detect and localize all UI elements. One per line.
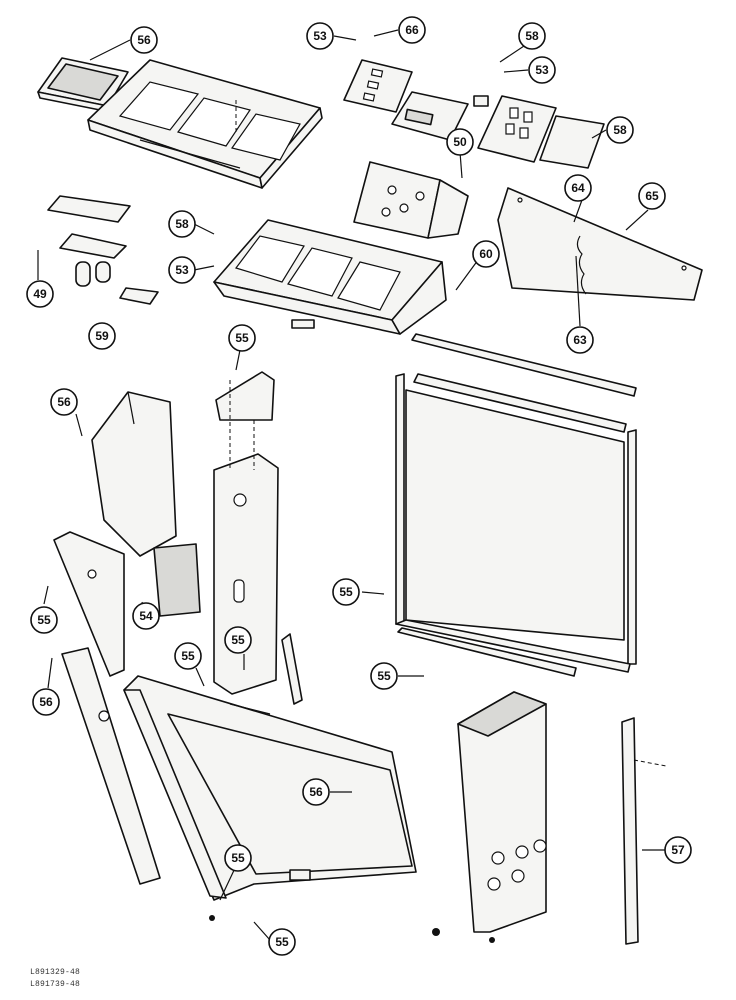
left-tall-panel	[53, 531, 161, 885]
callout-56-lower-left: 56	[32, 688, 60, 716]
callout-54: 54	[132, 602, 160, 630]
callout-58-top: 58	[518, 22, 546, 50]
reference-code-1: L891329-48	[30, 968, 81, 977]
callout-53-top: 53	[306, 22, 334, 50]
svg-text:49: 49	[33, 287, 47, 301]
callout-55-frame: 55	[332, 578, 360, 606]
svg-text:58: 58	[613, 123, 627, 137]
misc-small-parts	[209, 633, 495, 943]
upper-tray-part	[37, 57, 129, 113]
svg-text:55: 55	[275, 935, 289, 949]
callout-63: 63	[566, 326, 594, 354]
svg-text:58: 58	[175, 217, 189, 231]
callout-59: 59	[88, 322, 116, 350]
callout-56-lower: 56	[302, 778, 330, 806]
svg-text:60: 60	[479, 247, 493, 261]
svg-text:56: 56	[309, 785, 323, 799]
callout-55-upper: 55	[228, 324, 256, 352]
switch-plate-b	[391, 91, 489, 141]
svg-text:55: 55	[181, 649, 195, 663]
callout-56-top: 56	[130, 26, 158, 54]
left-small-parts	[47, 195, 159, 305]
upper-console-frame	[87, 59, 323, 189]
cover-sheet-63	[497, 187, 703, 301]
left-upper-side-panel	[91, 391, 201, 617]
svg-text:65: 65	[645, 189, 659, 203]
svg-text:66: 66	[405, 23, 419, 37]
svg-text:55: 55	[235, 331, 249, 345]
callout-55-postleft: 55	[174, 642, 202, 670]
callout-55-left: 55	[30, 606, 58, 634]
middle-console-frame	[213, 219, 447, 335]
svg-text:56: 56	[137, 33, 151, 47]
callout-50: 50	[446, 128, 474, 156]
callout-49: 49	[26, 280, 54, 308]
svg-text:58: 58	[525, 29, 539, 43]
svg-text:50: 50	[453, 135, 467, 149]
callout-58-mid: 58	[168, 210, 196, 238]
leader-lines	[37, 29, 666, 941]
callout-53-mid: 53	[168, 256, 196, 284]
svg-text:56: 56	[39, 695, 53, 709]
svg-text:53: 53	[313, 29, 327, 43]
svg-text:53: 53	[535, 63, 549, 77]
callout-55-bottom-2: 55	[268, 928, 296, 956]
switch-panel-c	[477, 95, 605, 169]
window-frame	[395, 333, 637, 677]
callout-53-right: 53	[528, 56, 556, 84]
svg-text:64: 64	[571, 181, 585, 195]
right-console-box	[457, 691, 547, 933]
switch-plate-a	[343, 59, 413, 113]
callout-55-post: 55	[224, 626, 252, 654]
vertical-trim-strip	[621, 717, 667, 945]
svg-text:53: 53	[175, 263, 189, 277]
svg-text:55: 55	[231, 851, 245, 865]
svg-text:55: 55	[339, 585, 353, 599]
svg-text:55: 55	[231, 633, 245, 647]
svg-text:63: 63	[573, 333, 587, 347]
lower-side-panel	[123, 675, 417, 901]
callout-65: 65	[638, 182, 666, 210]
reference-code-2: L891739-48	[30, 980, 81, 989]
callout-58-right: 58	[606, 116, 634, 144]
svg-text:59: 59	[95, 329, 109, 343]
callout-56-left: 56	[50, 388, 78, 416]
svg-text:56: 56	[57, 395, 71, 409]
svg-text:54: 54	[139, 609, 153, 623]
svg-text:55: 55	[377, 669, 391, 683]
mounting-bracket-50	[353, 161, 469, 239]
callout-55-frame-bottom: 55	[370, 662, 398, 690]
callout-64: 64	[564, 174, 592, 202]
callout-57: 57	[664, 836, 692, 864]
svg-text:57: 57	[671, 843, 685, 857]
svg-text:55: 55	[37, 613, 51, 627]
callout-60: 60	[472, 240, 500, 268]
callout-55-bottom: 55	[224, 844, 252, 872]
callout-group: 56 53 66 58 53 58 50 64 65 58 53 49 59 6…	[26, 16, 692, 956]
callout-66: 66	[398, 16, 426, 44]
